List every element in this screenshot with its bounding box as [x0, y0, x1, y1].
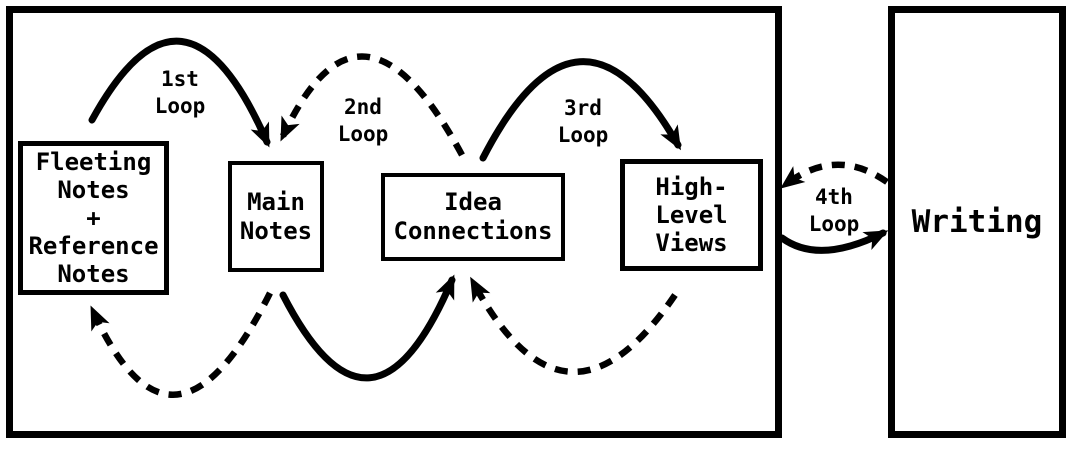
loop3-label: 3rd Loop — [557, 96, 609, 147]
loop2-forward-arrow — [279, 274, 456, 382]
main-notes-label: Main Notes — [239, 187, 313, 245]
loop3-forward-arrow — [479, 58, 682, 162]
fleeting-reference-notes-box: Fleeting Notes + Reference Notes — [18, 141, 169, 295]
loop1-label: 1st Loop — [154, 67, 206, 118]
loop2-label: 2nd Loop — [337, 95, 389, 146]
loop2-return-arrow — [280, 53, 465, 157]
writing-box: Writing — [888, 6, 1066, 438]
fleeting-reference-notes-label: Fleeting Notes + Reference Notes — [28, 148, 159, 288]
loop1-forward-arrow — [88, 37, 271, 148]
writing-label: Writing — [911, 204, 1043, 240]
loop1-return-arrow — [90, 291, 273, 398]
high-level-views-box: High- Level Views — [620, 159, 763, 271]
idea-connections-box: Idea Connections — [381, 173, 565, 261]
main-notes-box: Main Notes — [228, 161, 324, 272]
high-level-views-label: High- Level Views — [655, 173, 728, 257]
loop4-label: 4th Loop — [808, 185, 860, 236]
loop4-return-arrow — [780, 161, 889, 189]
idea-connections-label: Idea Connections — [393, 188, 553, 245]
note-system-container-box — [6, 6, 782, 438]
loop4-forward-arrow — [778, 229, 889, 254]
